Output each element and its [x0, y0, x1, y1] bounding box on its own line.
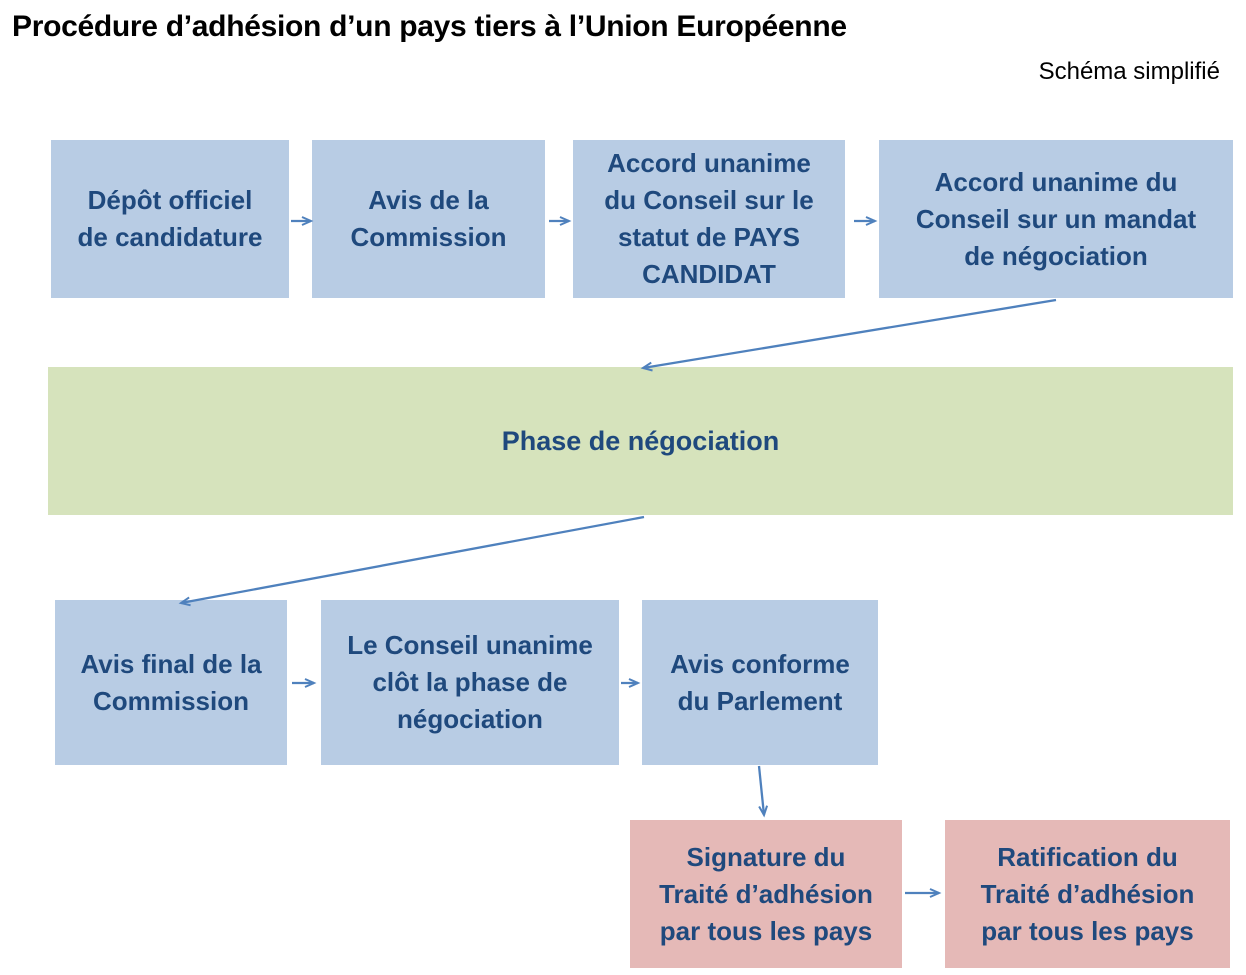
phase-negociation-band: Phase de négociation: [48, 367, 1233, 515]
page-subtitle: Schéma simplifié: [1038, 58, 1220, 85]
step-depot-candidature: Dépôt officiel de candidature: [51, 140, 289, 298]
arrow-diagonal-down-left-icon: [640, 298, 1057, 372]
page-title: Procédure d’adhésion d’un pays tiers à l…: [12, 10, 847, 43]
step-avis-conforme-parlement: Avis conforme du Parlement: [642, 600, 878, 765]
step-avis-commission: Avis de la Commission: [312, 140, 545, 298]
arrow-down-icon: [757, 765, 769, 818]
step-ratification-traite: Ratification du Traité d’adhésion par to…: [945, 820, 1230, 968]
step-conseil-clot-negociation: Le Conseil unanime clôt la phase de négo…: [321, 600, 619, 765]
step-accord-statut-pays-candidat: Accord unanime du Conseil sur le statut …: [573, 140, 845, 298]
step-avis-final-commission: Avis final de la Commission: [55, 600, 287, 765]
step-signature-traite: Signature du Traité d’adhésion par tous …: [630, 820, 902, 968]
step-accord-mandat-negociation: Accord unanime du Conseil sur un mandat …: [879, 140, 1233, 298]
arrow-diagonal-down-left-icon: [178, 515, 645, 607]
